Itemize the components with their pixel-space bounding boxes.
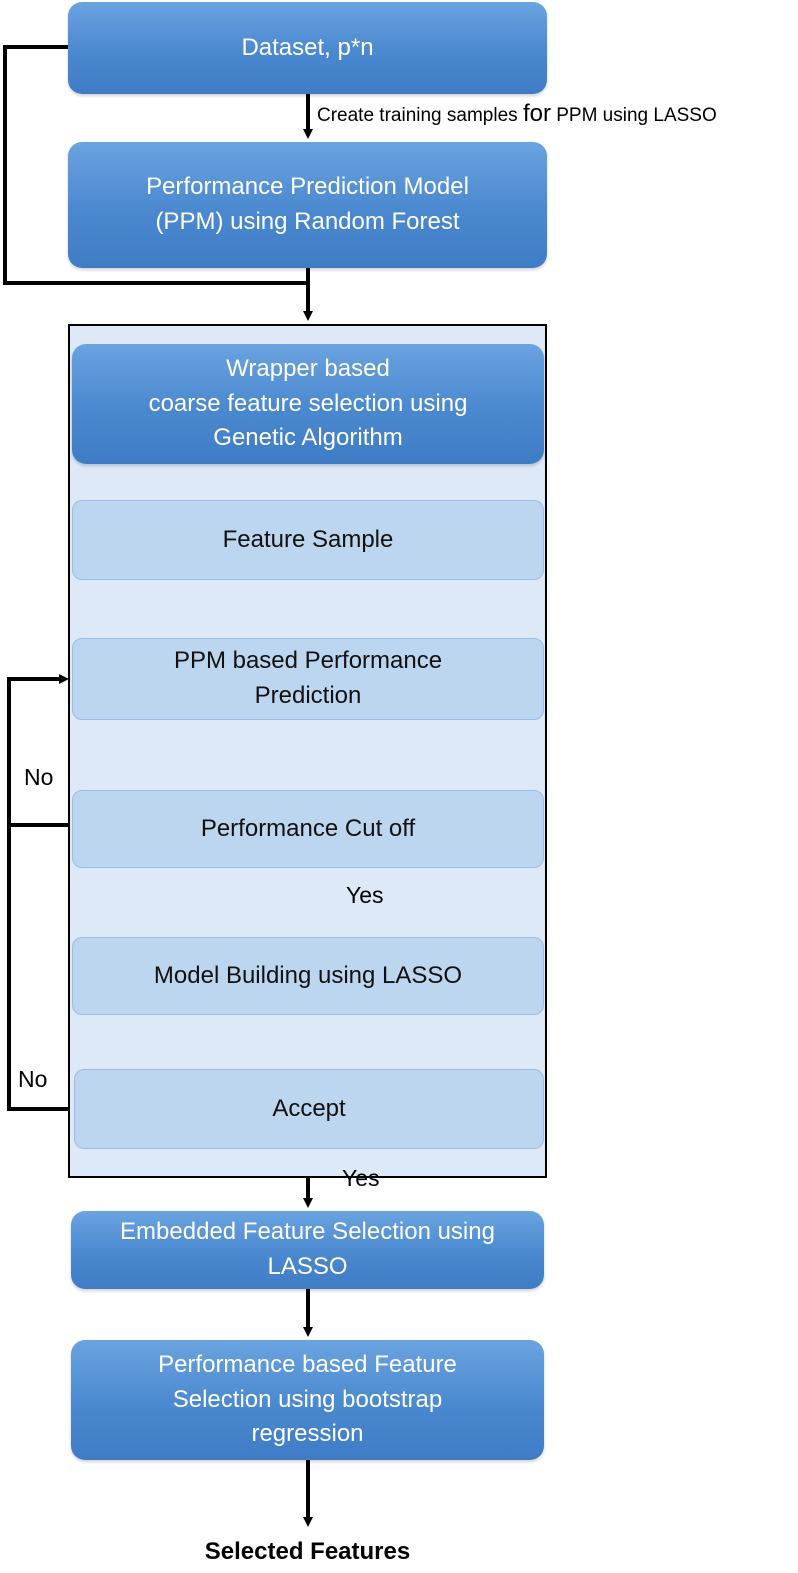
performance-cutoff-box: Performance Cut off [72,790,544,868]
yes-label-accept: Yes [342,1165,380,1191]
ga-line-2: coarse feature selection using [148,389,468,417]
feature-sample-box: Feature Sample [72,500,544,580]
model-building-lasso-box: Model Building using LASSO [72,937,544,1015]
bootstrap-line-1: Performance based Feature [158,1350,457,1378]
ga-line-3: Genetic Algorithm [213,424,403,452]
accept-label: Accept [272,1094,346,1122]
model-lasso-label: Model Building using LASSO [153,961,463,989]
bypass-line-dataset [3,45,308,285]
ga-line-1: Wrapper based [226,354,390,382]
training-suffix: PPM using LASSO [550,105,717,126]
loop-accept-no [7,825,74,1111]
ga-stage-container [68,324,547,1178]
yes-label-cutoff: Yes [346,882,384,908]
bootstrap-selection-box: Performance based Feature Selection usin… [71,1340,544,1460]
ppm-rf-line-2: (PPM) using Random Forest [155,208,460,235]
training-prefix: Create training samples [317,105,523,126]
loop-cutoff-no [7,674,72,827]
dataset-label: Dataset, p*n [241,33,374,61]
cutoff-label: Performance Cut off [200,814,416,842]
embedded-line-1: Embedded Feature Selection using [120,1218,495,1246]
no-label-cutoff: No [24,764,54,790]
training-for: for [522,100,551,127]
bootstrap-line-2: Selection using bootstrap [172,1385,443,1413]
dataset-box: Dataset, p*n [68,2,547,94]
ppm-rf-line-1: Performance Prediction Model [146,173,469,201]
training-samples-label: Create training samples for PPM using LA… [317,100,717,128]
accept-box: Accept [74,1069,544,1149]
no-label-accept: No [18,1066,48,1092]
ppm-prediction-line-1: PPM based Performance [173,647,443,675]
embedded-line-2: LASSO [267,1253,348,1280]
ppm-random-forest-box: Performance Prediction Model (PPM) using… [68,142,547,268]
ppm-prediction-box: PPM based Performance Prediction [72,638,544,720]
genetic-algorithm-box: Wrapper based coarse feature selection u… [72,344,544,464]
bootstrap-line-3: regression [251,1420,364,1448]
feature-sample-label: Feature Sample [222,525,394,553]
embedded-selection-box: Embedded Feature Selection using LASSO [71,1211,544,1289]
ppm-prediction-line-2: Prediction [254,682,362,709]
selected-features-output: Selected Features [204,1538,411,1565]
